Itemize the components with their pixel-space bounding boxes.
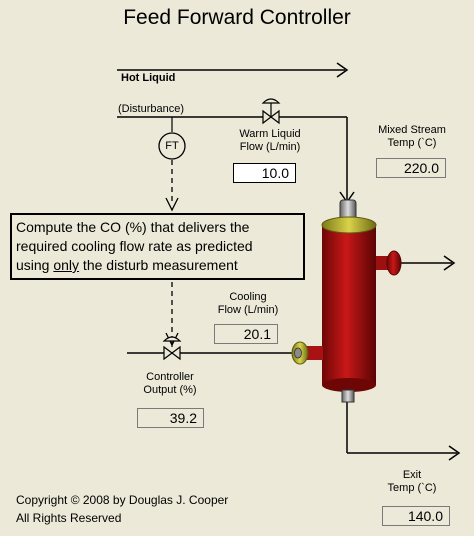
controller-output-value: 39.2 [137,408,204,428]
exit-temp-label: Exit Temp (`C) [387,469,437,494]
warm-liquid-flow-value[interactable]: 10.0 [233,163,296,183]
exit-line [346,400,461,461]
cooling-valve [162,336,182,361]
cooling-flow-value: 20.1 [214,324,278,344]
rights-line: All Rights Reserved [16,511,122,525]
hot-liquid-label: Hot Liquid [121,72,176,84]
flow-transmitter [158,132,186,160]
mixed-stream-temp-value: 220.0 [376,158,446,178]
feed-forward-note: Compute the CO (%) that delivers the req… [10,213,305,280]
copyright-line: Copyright © 2008 by Douglas J. Cooper [16,493,229,507]
controller-output-label: Controller Output (%) [143,371,197,396]
mixed-stream-temp-label: Mixed Stream Temp (`C) [378,124,446,149]
warm-liquid-flow-label: Warm Liquid Flow (L/min) [239,128,301,153]
disturbance-label: (Disturbance) [118,103,185,115]
mixing-vessel [291,199,402,403]
warm-liquid-valve [261,98,281,125]
outlet-line [400,255,456,271]
hot-liquid-line [117,62,349,78]
exit-temp-value: 140.0 [382,506,450,526]
cooling-flow-label: Cooling Flow (L/min) [217,291,279,316]
ft-label: FT [165,140,179,152]
page-title: Feed Forward Controller [123,6,351,29]
